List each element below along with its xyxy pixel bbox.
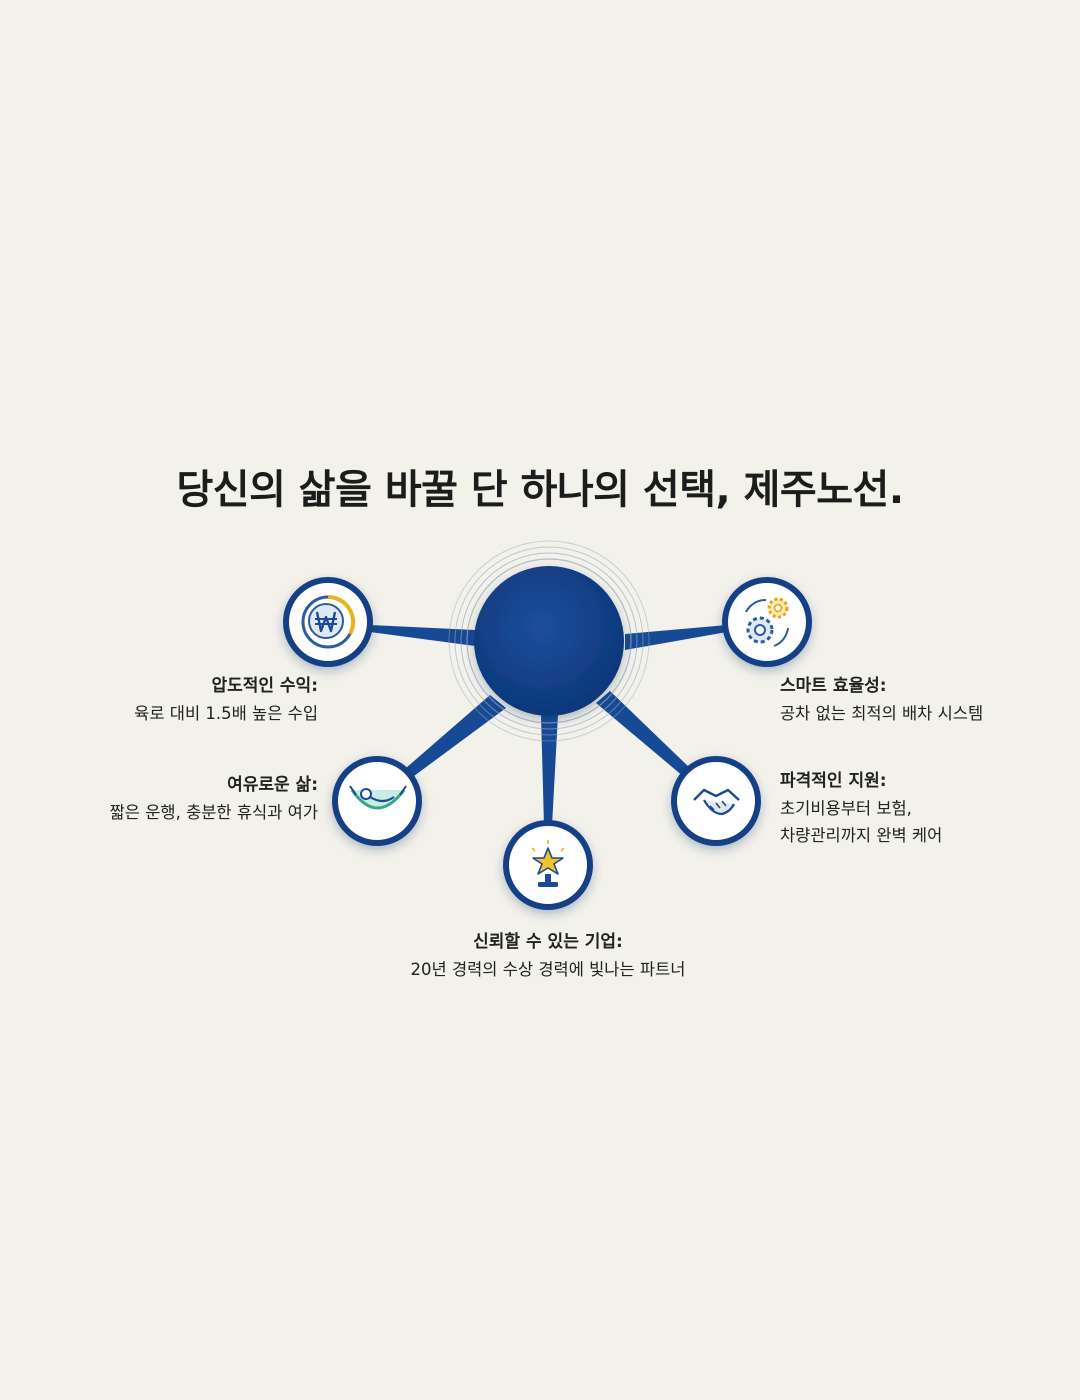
efficiency-desc: 공차 없는 최적의 배차 시스템 xyxy=(780,704,984,723)
trust-desc: 20년 경력의 수상 경력에 빛나는 파트너 xyxy=(410,960,686,979)
gears-icon xyxy=(745,597,789,647)
efficiency-heading: 스마트 효율성: xyxy=(780,676,887,696)
income-desc: 육로 대비 1.5배 높은 수입 xyxy=(134,704,318,723)
spoke-income xyxy=(370,625,475,646)
hammock-icon xyxy=(349,785,407,810)
label-income: 압도적인 수익: 육로 대비 1.5배 높은 수입 xyxy=(60,673,318,727)
spokes xyxy=(370,625,727,826)
label-trust: 신뢰할 수 있는 기업: 20년 경력의 수상 경력에 빛나는 파트너 xyxy=(348,929,748,983)
won-coin-icon xyxy=(301,594,356,649)
support-desc-line1: 초기비용부터 보험, xyxy=(780,799,912,818)
support-heading: 파격적인 지원: xyxy=(780,771,887,791)
spoke-trust xyxy=(541,715,558,826)
trust-heading: 신뢰할 수 있는 기업: xyxy=(473,932,623,952)
hub-rings xyxy=(448,540,650,742)
spoke-support xyxy=(596,691,692,777)
star-trophy-icon xyxy=(531,840,565,887)
spoke-leisure xyxy=(406,695,506,776)
handshake-icon xyxy=(693,788,740,816)
hub-circle xyxy=(474,566,624,716)
page-title: 당신의 삶을 바꿀 단 하나의 선택, 제주노선. xyxy=(176,467,904,513)
spoke-efficiency xyxy=(625,625,727,650)
leisure-heading: 여유로운 삶: xyxy=(227,775,318,795)
label-leisure: 여유로운 삶: 짧은 운행, 충분한 휴식과 여가 xyxy=(40,772,318,826)
support-desc-line2: 차량관리까지 완벽 케어 xyxy=(780,826,943,845)
label-efficiency: 스마트 효율성: 공차 없는 최적의 배차 시스템 xyxy=(780,673,1060,727)
leisure-desc: 짧은 운행, 충분한 휴식과 여가 xyxy=(109,803,318,822)
income-heading: 압도적인 수익: xyxy=(211,676,318,696)
label-support: 파격적인 지원: 초기비용부터 보험, 차량관리까지 완벽 케어 xyxy=(780,768,1060,849)
node-support xyxy=(671,756,761,846)
